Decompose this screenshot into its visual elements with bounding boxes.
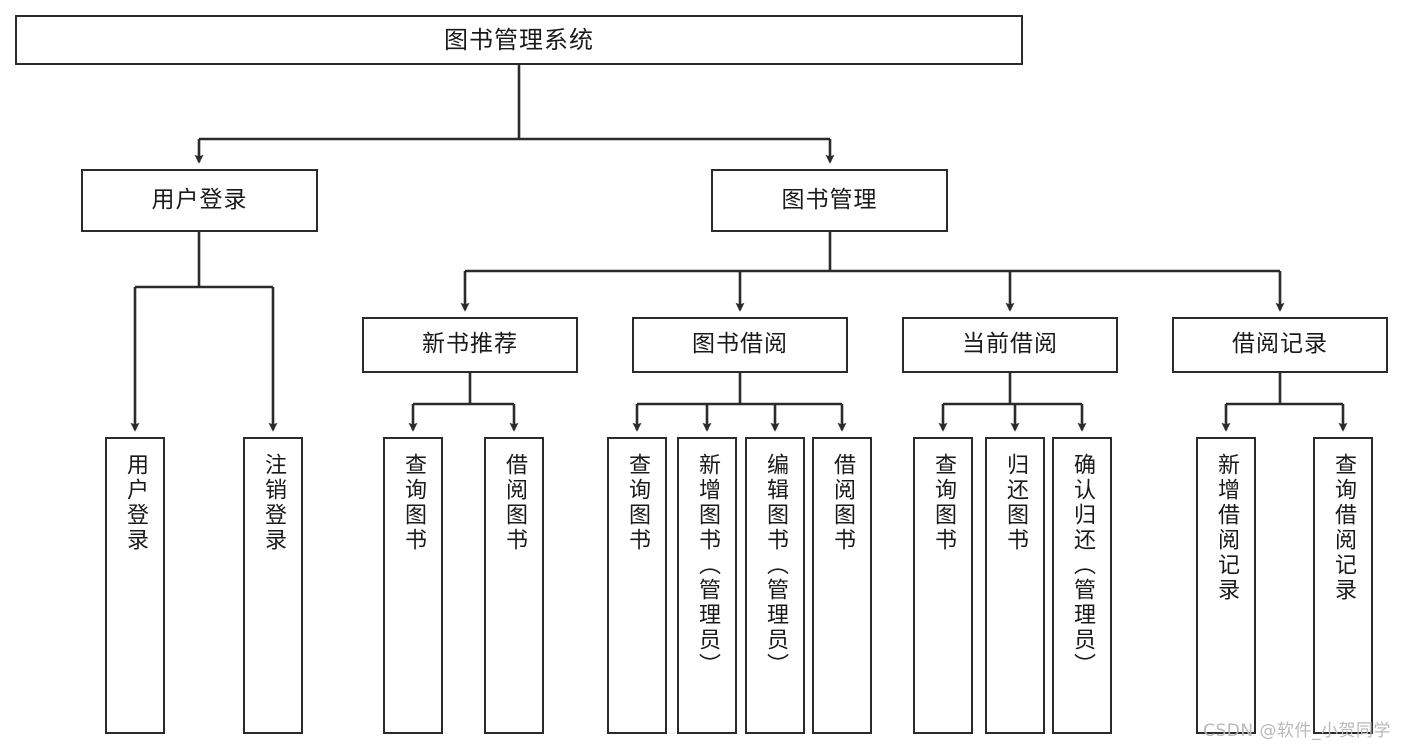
node-leaf-user-login[interactable]: 用户登录 xyxy=(105,437,165,734)
node-borrowing-records[interactable]: 借阅记录 xyxy=(1172,317,1388,373)
node-label: 确认归还（管理员） xyxy=(1070,453,1095,678)
node-root-book-management-system[interactable]: 图书管理系统 xyxy=(15,15,1023,65)
node-label: 查询借阅记录 xyxy=(1331,453,1356,603)
node-label: 当前借阅 xyxy=(962,331,1058,358)
node-leaf-query-borrow-record[interactable]: 查询借阅记录 xyxy=(1313,437,1373,734)
node-label: 用户登录 xyxy=(151,186,248,213)
node-leaf-confirm-return-admin[interactable]: 确认归还（管理员） xyxy=(1052,437,1112,734)
node-leaf-query-books-current[interactable]: 查询图书 xyxy=(913,437,973,734)
node-label: 查询图书 xyxy=(625,453,650,553)
node-leaf-edit-book-admin[interactable]: 编辑图书（管理员） xyxy=(745,437,805,734)
node-leaf-query-books-new[interactable]: 查询图书 xyxy=(383,437,443,734)
node-label: 新增借阅记录 xyxy=(1214,453,1239,603)
node-label: 借阅图书 xyxy=(830,453,855,553)
node-leaf-query-books-borrow[interactable]: 查询图书 xyxy=(607,437,667,734)
node-leaf-return-books[interactable]: 归还图书 xyxy=(985,437,1045,734)
node-label: 图书借阅 xyxy=(692,331,788,358)
node-leaf-logout[interactable]: 注销登录 xyxy=(243,437,303,734)
node-current-borrowing[interactable]: 当前借阅 xyxy=(902,317,1118,373)
node-label: 用户登录 xyxy=(123,453,148,553)
watermark-text: CSDN @软件_小贺同学 xyxy=(1203,721,1391,741)
node-new-book-recommendation[interactable]: 新书推荐 xyxy=(362,317,578,373)
node-leaf-borrow-books[interactable]: 借阅图书 xyxy=(812,437,872,734)
node-label: 注销登录 xyxy=(261,453,286,553)
node-label: 查询图书 xyxy=(401,453,426,553)
node-label: 借阅图书 xyxy=(502,453,527,553)
node-book-borrowing[interactable]: 图书借阅 xyxy=(632,317,848,373)
node-label: 新书推荐 xyxy=(422,331,518,358)
node-book-management[interactable]: 图书管理 xyxy=(711,169,948,232)
node-label: 图书管理系统 xyxy=(444,25,594,54)
node-label: 编辑图书（管理员） xyxy=(763,453,788,678)
node-leaf-add-book-admin[interactable]: 新增图书（管理员） xyxy=(677,437,737,734)
node-label: 新增图书（管理员） xyxy=(695,453,720,678)
node-leaf-add-borrow-record[interactable]: 新增借阅记录 xyxy=(1196,437,1256,734)
node-label: 借阅记录 xyxy=(1232,331,1328,358)
node-leaf-borrow-books-new[interactable]: 借阅图书 xyxy=(484,437,544,734)
node-label: 归还图书 xyxy=(1003,453,1028,553)
node-user-login[interactable]: 用户登录 xyxy=(81,169,318,232)
node-label: 图书管理 xyxy=(781,186,878,213)
node-label: 查询图书 xyxy=(931,453,956,553)
